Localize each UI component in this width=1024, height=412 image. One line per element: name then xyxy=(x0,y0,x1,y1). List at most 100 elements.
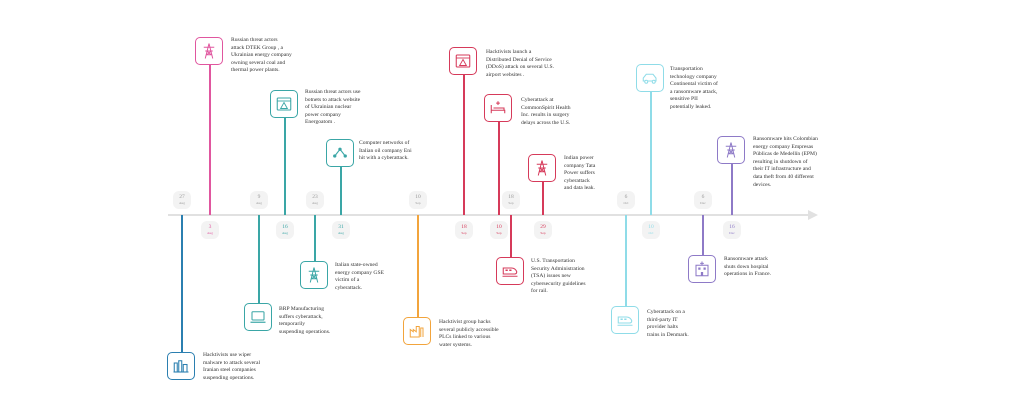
event-connector xyxy=(542,182,544,215)
event-description-line: cybersecurity guidelines xyxy=(531,280,586,287)
event-description-line: technology company xyxy=(670,73,717,80)
event-description-line: Indian power xyxy=(564,155,594,161)
event-description-line: trains in Denmark. xyxy=(647,331,689,338)
event-connector xyxy=(181,215,183,352)
event-description-line: sensitive PII xyxy=(670,96,698,103)
event-date-month: Sep xyxy=(508,201,514,205)
power-tower-icon xyxy=(300,261,328,289)
event-date-month: Aug xyxy=(337,231,345,235)
event-description-line: malware to attack several xyxy=(203,359,260,366)
event-description-line: Computer networks of xyxy=(359,140,410,146)
event-description-line: CommonSpirit Health xyxy=(521,104,571,111)
event-description-line: company Tata xyxy=(564,162,596,169)
event-connector xyxy=(463,75,465,215)
event-description-line: data theft from 40 different xyxy=(753,173,814,180)
event-description-line: Russian threat actors use xyxy=(305,89,361,95)
event-description-line: Power suffers xyxy=(564,170,595,177)
event-connector xyxy=(510,215,512,257)
event-date-day: 23 xyxy=(312,194,318,200)
event-date-month: Sep xyxy=(540,231,546,235)
event-date-month: Aug xyxy=(255,201,263,205)
event-description-line: Inc. results in surgery xyxy=(521,112,570,119)
event-description-line: Hacktivists use wiper xyxy=(203,352,252,358)
event-description-line: thermal power plants. xyxy=(231,67,280,74)
event-date-day: 16 xyxy=(729,224,735,230)
event-date-day: 29 xyxy=(540,224,546,230)
event-date-month: Aug xyxy=(311,201,319,205)
event-description-line: (TSA) issues new xyxy=(531,273,571,280)
event-connector xyxy=(498,122,500,215)
laptop-icon xyxy=(244,303,272,331)
event-description-line: Iranian steel companies xyxy=(203,367,256,374)
event-date-month: Sep xyxy=(461,231,467,235)
timeline-arrow xyxy=(808,210,818,220)
event-date-day: 3 xyxy=(208,224,212,230)
event-description-line: suffers cyberattack, xyxy=(279,313,323,320)
event-description-line: Italian oil company Eni xyxy=(359,147,412,154)
event-description-line: suspending operations. xyxy=(203,374,255,381)
event-description-line: Ransomware attack xyxy=(724,256,768,262)
event-date-month: Aug xyxy=(178,201,186,205)
event-description-line: resulting in shutdown of xyxy=(753,158,808,165)
event-date-day: 6 xyxy=(701,194,705,200)
event-connector xyxy=(731,164,733,215)
event-connector xyxy=(625,215,627,306)
event-description-line: Russian threat actors xyxy=(231,37,278,43)
event-description-line: power company xyxy=(305,111,341,118)
event-description-line: Hacktivists launch a xyxy=(486,49,532,55)
event-description-line: operations in France. xyxy=(724,271,772,278)
event-date-month: Sep xyxy=(415,201,421,205)
event-description-line: Continental victim of xyxy=(670,81,718,88)
event-description-line: hit with a cyberattack. xyxy=(359,155,409,162)
event-date-day: 18 xyxy=(508,194,514,200)
event-description-line: Ukrainian energy company xyxy=(231,52,292,59)
network-icon xyxy=(326,139,354,167)
event-description-line: for rail. xyxy=(531,288,548,295)
event-description-line: U.S. Transportation xyxy=(531,258,575,264)
water-plant-icon xyxy=(403,317,431,345)
event-description-line: airport websites . xyxy=(486,71,525,78)
event-date-day: 16 xyxy=(282,224,288,230)
event-description-line: energy company GSE xyxy=(335,269,384,276)
event-connector xyxy=(702,215,704,255)
event-date-month: Dec xyxy=(729,231,735,235)
event-description-line: Cyberattack at xyxy=(521,97,554,103)
event-description-line: third-party IT xyxy=(647,316,678,323)
event-description-line: Transportation xyxy=(670,66,703,72)
event-description-line: provider halts xyxy=(647,324,678,331)
event-date-month: Sep xyxy=(496,231,502,235)
event-description-line: Italian state-owned xyxy=(335,262,378,268)
hospital-bed-icon xyxy=(484,94,512,122)
event-description-line: Distributed Denial of Service xyxy=(486,56,552,63)
event-description-line: water systems. xyxy=(439,341,472,348)
event-date-day: 9 xyxy=(257,194,261,200)
event-date-month: Dec xyxy=(700,201,706,205)
event-connector xyxy=(284,118,286,215)
event-description-line: energy company Empresas xyxy=(753,143,814,150)
event-date-day: 10 xyxy=(415,194,421,200)
event-connector xyxy=(314,215,316,261)
event-description-line: delays across the U.S. xyxy=(521,119,571,126)
event-date-day: 27 xyxy=(179,194,185,200)
event-date-day: 10 xyxy=(496,224,502,230)
